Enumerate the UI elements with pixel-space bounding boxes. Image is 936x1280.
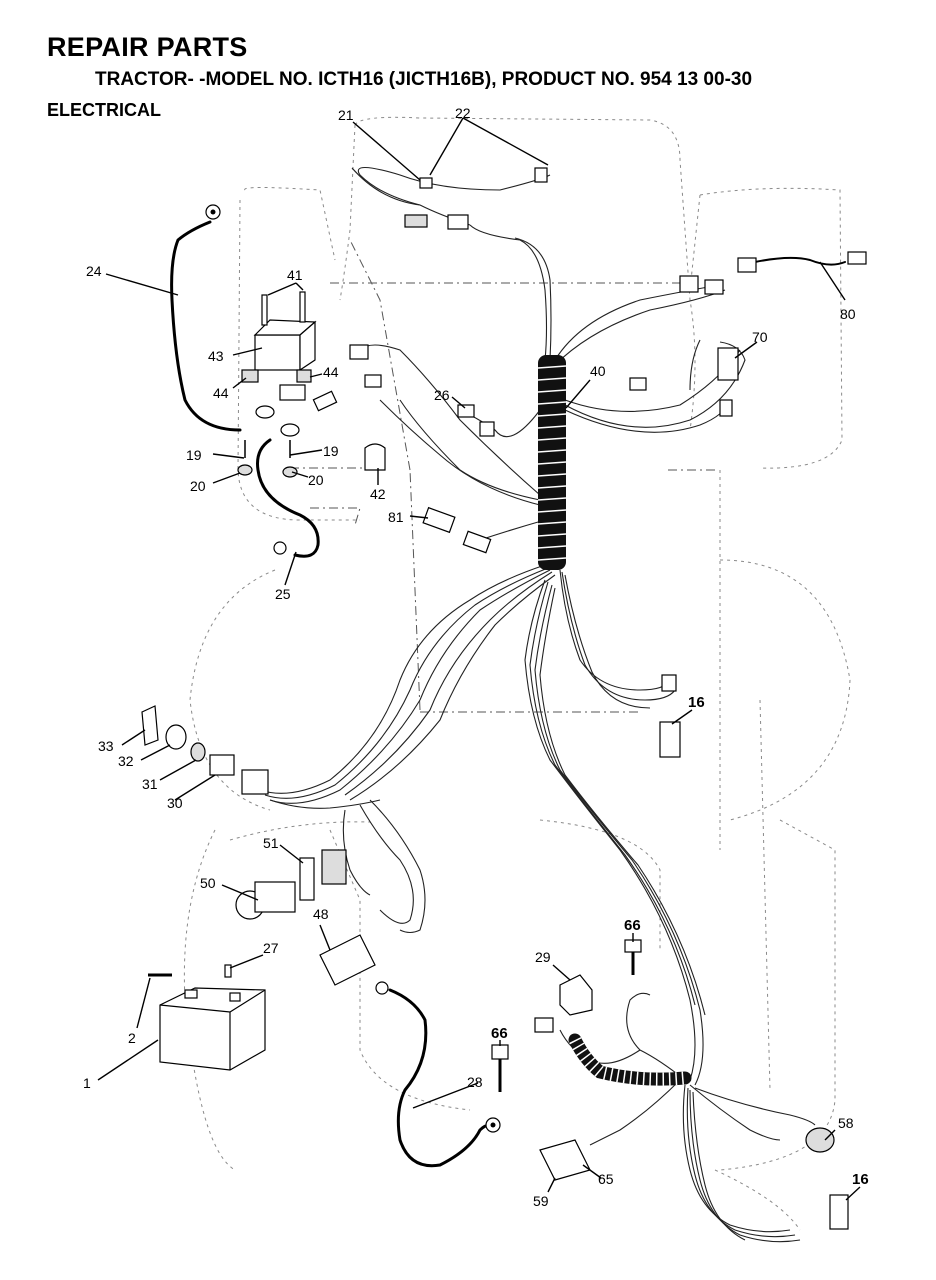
callout-24: 24 [86, 263, 102, 279]
callout-21: 21 [338, 107, 354, 123]
callout-26: 26 [434, 387, 450, 403]
page-title: REPAIR PARTS [47, 32, 248, 62]
section-label: ELECTRICAL [47, 100, 161, 120]
parts-cluster [141, 167, 849, 1230]
callout-20-right: 20 [308, 472, 324, 488]
callout-70: 70 [752, 329, 768, 345]
callout-44-right: 44 [323, 364, 339, 380]
callout-42: 42 [370, 486, 386, 502]
wiring-harness [259, 166, 816, 1243]
callout-31: 31 [142, 776, 158, 792]
callout-16-upper: 16 [688, 694, 705, 711]
callout-2: 2 [128, 1030, 136, 1046]
callout-19-right: 19 [323, 443, 339, 459]
callout-51: 51 [263, 835, 279, 851]
callout-25: 25 [275, 586, 291, 602]
callout-50: 50 [200, 875, 216, 891]
callout-20-left: 20 [190, 478, 206, 494]
page-subtitle: TRACTOR- -MODEL NO. ICTH16 (JICTH16B), P… [95, 69, 753, 90]
tractor-outline [183, 116, 851, 1231]
lower-wire-loom-coil [568, 1033, 692, 1086]
callout-44-left: 44 [213, 385, 229, 401]
solenoid-assembly [237, 291, 382, 478]
callout-66-upper: 66 [624, 917, 641, 934]
callout-58: 58 [838, 1115, 854, 1131]
callout-41: 41 [287, 267, 303, 283]
callout-30: 30 [167, 795, 183, 811]
callout-65: 65 [598, 1171, 614, 1187]
wire-80 [754, 251, 867, 266]
callout-1: 1 [83, 1075, 91, 1091]
callout-59: 59 [533, 1193, 549, 1209]
battery-cable-24 [170, 204, 242, 432]
callout-16-lower: 16 [852, 1171, 869, 1188]
battery-cable-25 [256, 438, 320, 558]
wire-loom-coil [537, 355, 567, 570]
callout-81: 81 [388, 509, 404, 525]
battery-cable-28 [375, 981, 501, 1168]
callout-33: 33 [98, 738, 114, 754]
leader-lines [97, 117, 861, 1201]
callout-48: 48 [313, 906, 329, 922]
callout-22: 22 [455, 105, 471, 121]
callout-labels: 21 22 24 41 43 44 44 19 19 20 20 42 26 4… [83, 105, 869, 1209]
callout-80: 80 [840, 306, 856, 322]
callout-28: 28 [467, 1074, 483, 1090]
callout-19-left: 19 [186, 447, 202, 463]
callout-66-lower: 66 [491, 1025, 508, 1042]
callout-40: 40 [590, 363, 606, 379]
callout-29: 29 [535, 949, 551, 965]
callout-32: 32 [118, 753, 134, 769]
callout-27: 27 [263, 940, 279, 956]
callout-43: 43 [208, 348, 224, 364]
